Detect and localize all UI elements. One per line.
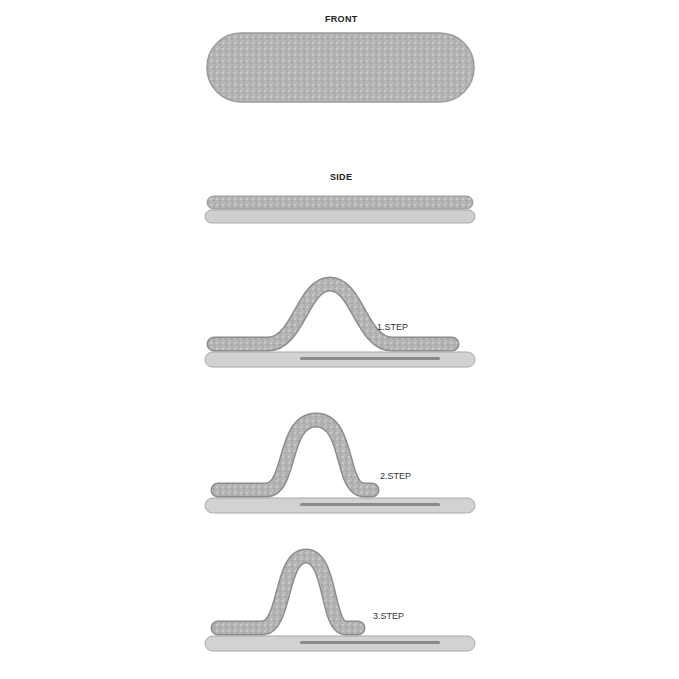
step-label: 2.STEP bbox=[380, 472, 411, 481]
view-label: FRONT bbox=[325, 15, 358, 24]
step-label: 3.STEP bbox=[373, 612, 404, 621]
step-label: 1.STEP bbox=[377, 323, 408, 332]
view-label: SIDE bbox=[330, 173, 352, 182]
